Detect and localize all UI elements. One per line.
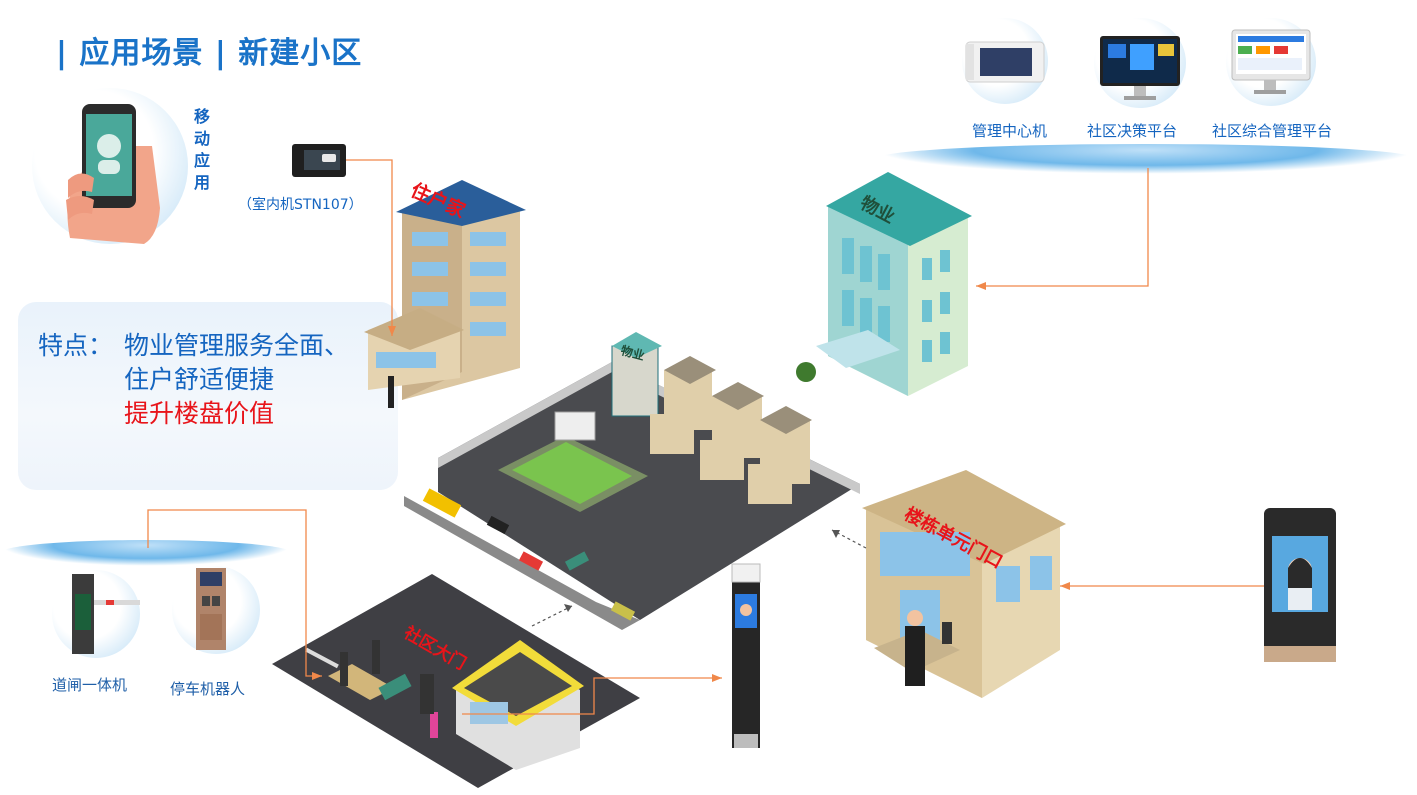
features-prefix: 特点： [38,331,114,360]
site-property-sign: 物业 [619,342,646,363]
car-black [486,515,510,535]
parking-base-arc [0,540,292,566]
unit-door-terminal [942,622,952,644]
parking-robot-icon [196,568,226,650]
parking-circle-2 [172,566,260,654]
parking-label-2: 停车机器人 [170,680,246,698]
person-icon [905,626,925,686]
car-teal [564,551,590,571]
tree-icon [796,362,816,382]
car-yellow [610,601,636,621]
car-red [518,551,544,571]
car-teal [378,673,412,701]
unit-door-building [862,470,1066,698]
parking-circle-1 [52,570,140,658]
mobile-app-circle [32,88,188,244]
indoor-unit-label: （室内机STN107） [238,197,363,213]
mobile-app-label: 移动应用 [194,107,211,192]
decision-platform-monitor-icon [1100,36,1180,100]
management-center-device-icon [965,41,1045,83]
parking-label-1: 道闸一体机 [52,676,128,694]
resident-building [364,180,526,408]
integrated-platform-monitor-icon [1231,29,1311,94]
face-terminal-right [1264,508,1336,662]
platform-label-3: 社区综合管理平台 [1212,122,1333,140]
phone-in-hand-icon [66,104,160,244]
community-gate-area [272,574,640,788]
features-panel: 特点： 物业管理服务全面、 住户舒适便捷 提升楼盘价值 [18,302,398,490]
property-building [796,172,972,396]
connector-arrowheads [312,282,1070,682]
page-title: | 应用场景 | 新建小区 [56,36,363,71]
features-line-1: 物业管理服务全面、 [124,331,350,360]
person-icon [388,376,394,408]
platform-circle-2 [1094,18,1186,108]
community-site-ground [438,362,860,620]
park-lawn [512,442,632,504]
site-buildings [611,332,812,504]
face-terminal-middle [731,563,761,748]
barrier-gate-icon [72,574,140,654]
platform-base-arc [875,144,1417,174]
indoor-unit-device [292,144,346,177]
features-line-3: 提升楼盘价值 [124,399,275,428]
platform-label-2: 社区决策平台 [1087,122,1178,140]
platform-circle-1 [962,18,1048,104]
bus [422,488,462,518]
person-icon [430,712,438,738]
features-line-2: 住户舒适便捷 [124,365,275,394]
platform-label-1: 管理中心机 [972,122,1048,140]
connector-lines [147,159,1264,715]
billboard [554,411,596,441]
platform-circle-3 [1226,18,1316,106]
site-edge [404,496,640,630]
